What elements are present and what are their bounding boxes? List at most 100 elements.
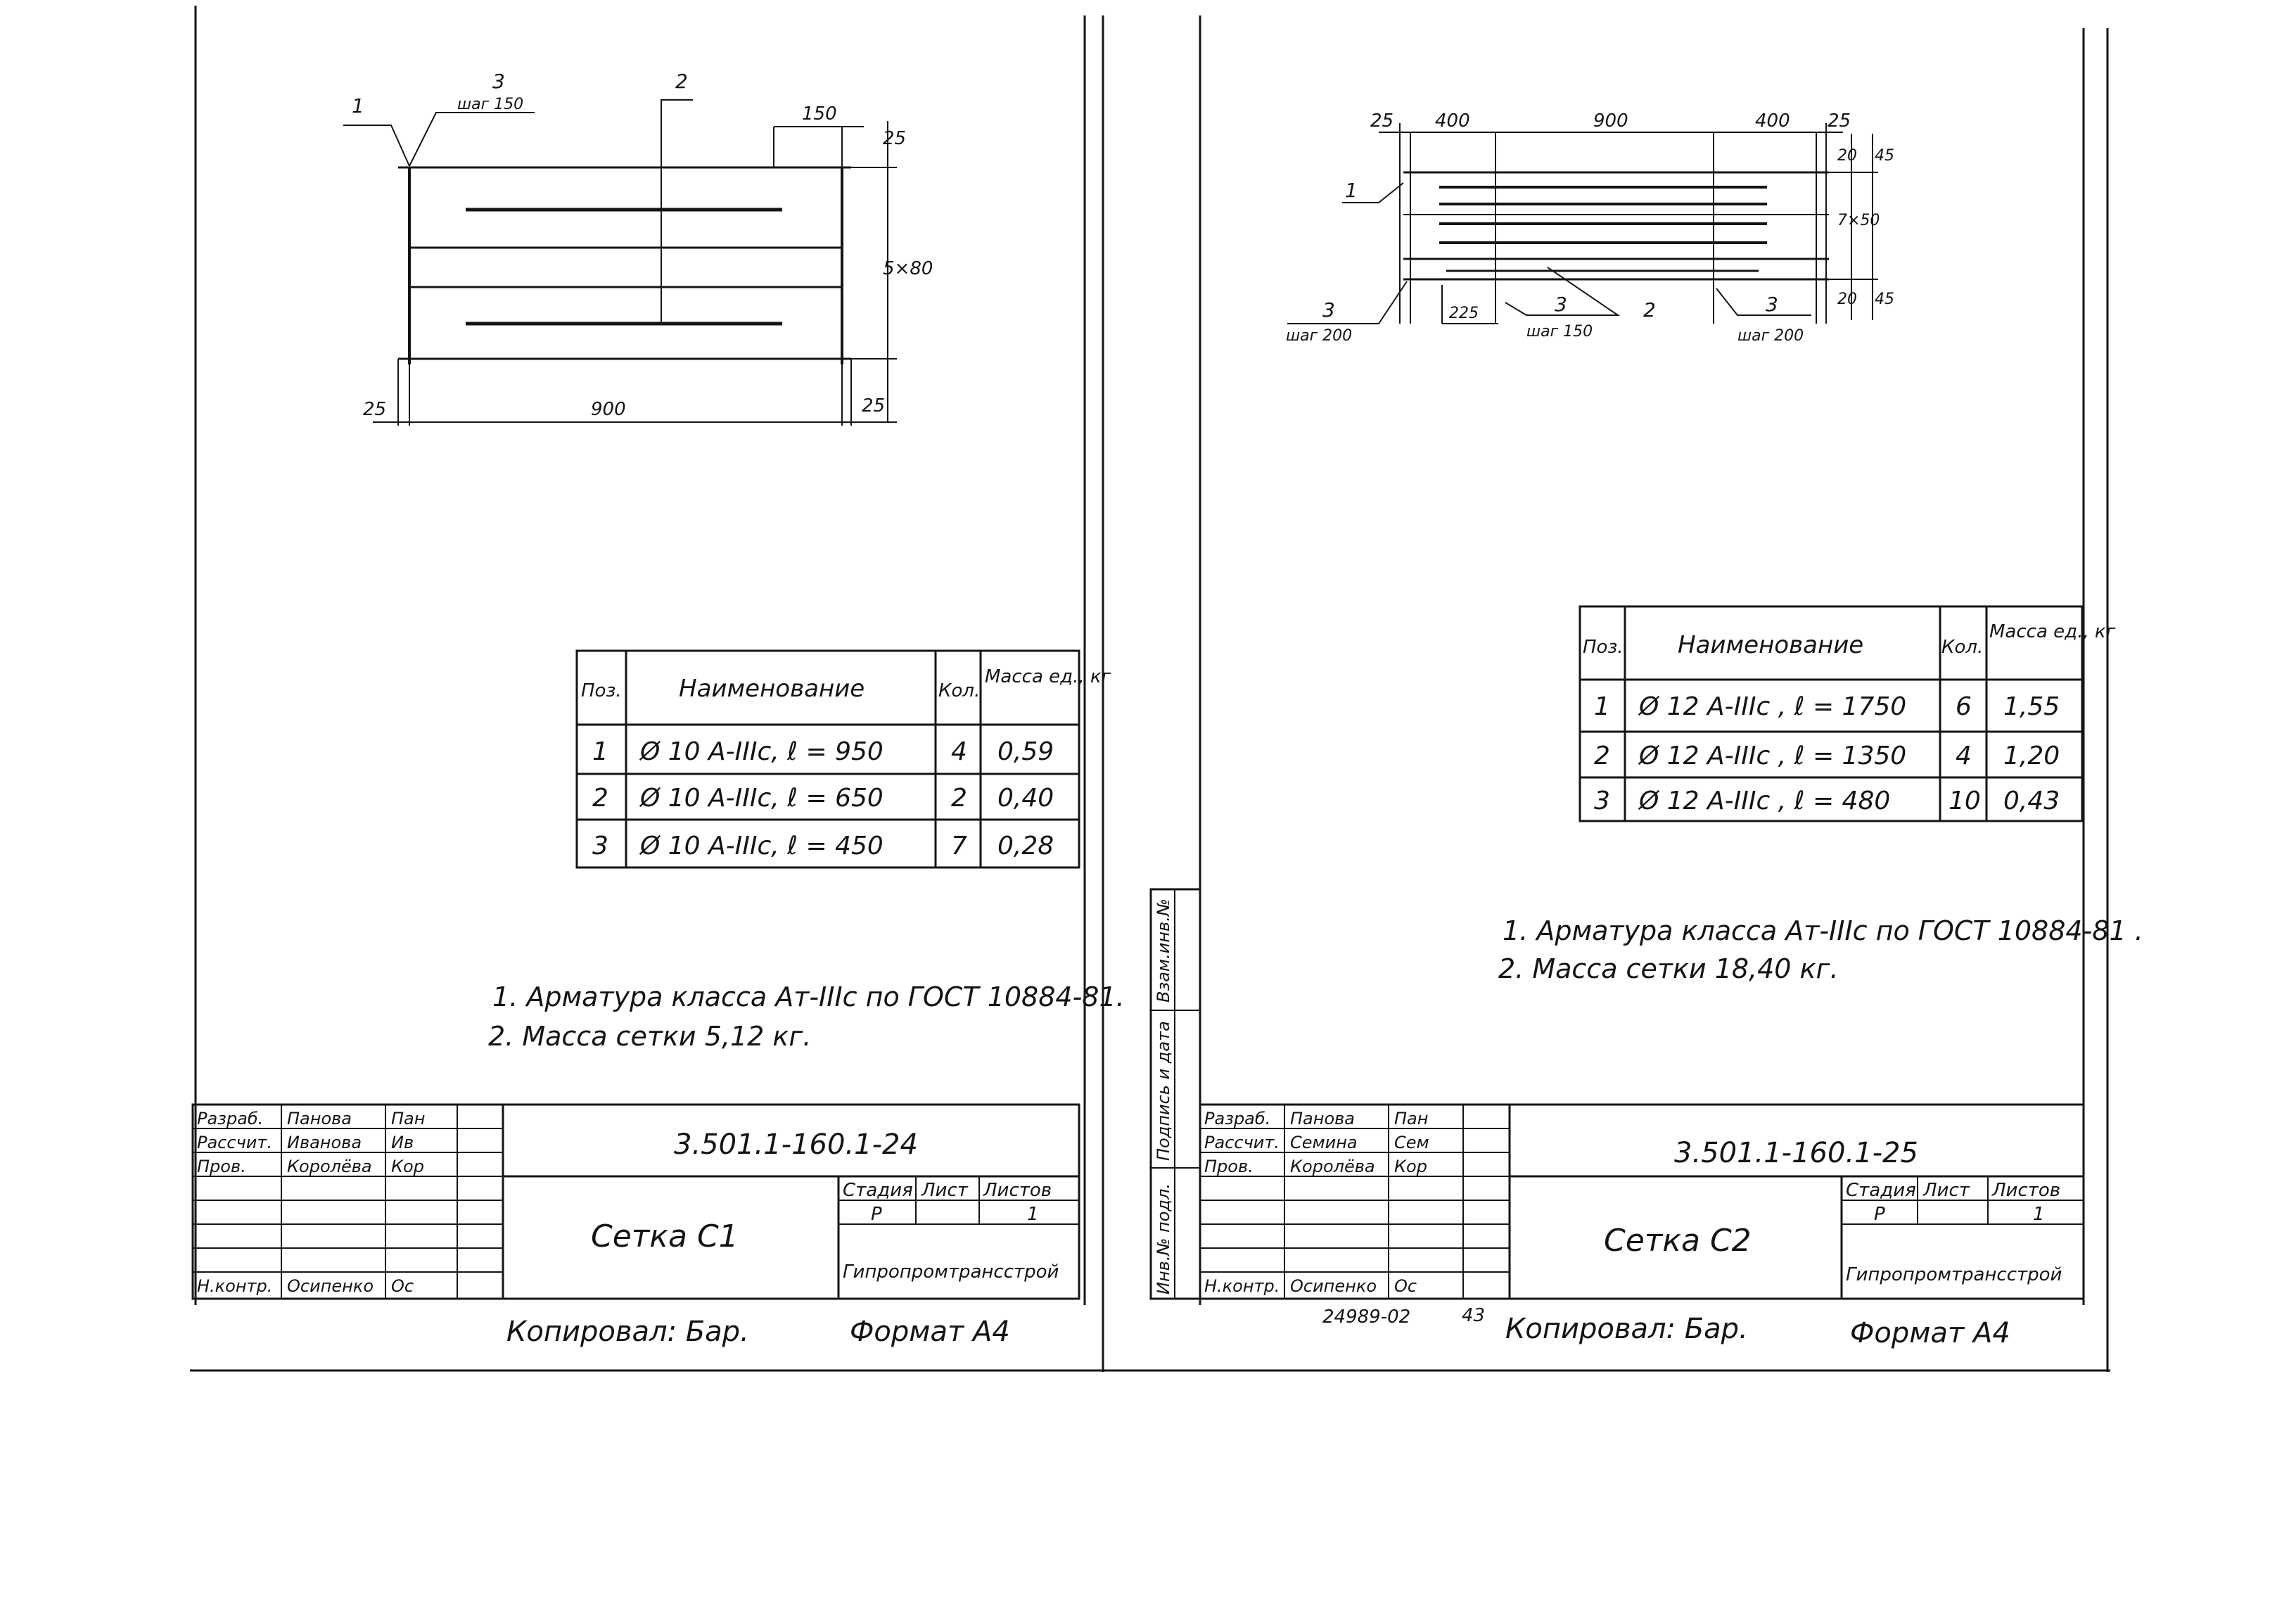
c2-tb-name-2: Семина xyxy=(1290,1133,1358,1152)
c2-step-a: шаг 200 xyxy=(1286,327,1352,345)
c1-tb-stage: Р xyxy=(871,1204,882,1225)
c2-step-b: шаг 150 xyxy=(1526,323,1593,341)
c1-row3-qty: 7 xyxy=(951,832,967,860)
c2-pos3a-label: 3 xyxy=(1322,298,1335,322)
c2-row1-mass: 1,55 xyxy=(2003,692,2060,721)
c2-stamp-inv-original: Инв.№ подл. xyxy=(1154,1183,1173,1295)
c1-row3-pos: 3 xyxy=(592,832,608,860)
c1-pos2-label: 2 xyxy=(675,70,688,93)
c1-copied-by: Копировал: Бар. xyxy=(506,1316,749,1348)
c1-dim-25-bottom: 25 xyxy=(862,395,885,416)
c2-dim-right-20b: 20 xyxy=(1837,291,1857,308)
c2-th-qty: Кол. xyxy=(1941,637,1983,658)
c1-tb-sign-3: Кор xyxy=(391,1157,424,1176)
c2-tb-name-1: Панова xyxy=(1290,1109,1355,1128)
c2-th-pos: Поз. xyxy=(1583,637,1624,658)
c1-tb-sign-2: Ив xyxy=(391,1133,414,1152)
c2-pos1-label: 1 xyxy=(1345,179,1358,202)
c1-row3-name: Ø 10 A-IIIс, ℓ = 450 xyxy=(639,832,884,860)
c2-pos2-label: 2 xyxy=(1643,298,1656,322)
c1-row1-qty: 4 xyxy=(951,737,967,766)
c2-row3-mass: 0,43 xyxy=(2003,787,2060,815)
c1-tb-name-7: Осипенко xyxy=(287,1276,374,1296)
c1-note-2: 2. Масса сетки 5,12 кг. xyxy=(488,1021,811,1052)
c1-th-name: Наименование xyxy=(679,675,865,703)
c2-row2-qty: 4 xyxy=(1956,742,1972,770)
c1-tb-role-1: Разраб. xyxy=(197,1109,263,1128)
c1-row1-name: Ø 10 A-IIIс, ℓ = 950 xyxy=(639,737,884,766)
c1-title-block: Разраб. Панова Пан Рассчит. Иванова Ив П… xyxy=(191,1103,1080,1300)
c2-stamp-signature-date: Подпись и дата xyxy=(1154,1021,1173,1161)
c2-tb-sign-2: Сем xyxy=(1394,1133,1429,1152)
c2-dim-top-400a: 400 xyxy=(1435,110,1470,132)
c1-tb-sheets-header: Листов xyxy=(983,1180,1052,1201)
c1-dim-150: 150 xyxy=(802,103,837,125)
c2-pos3b-label: 3 xyxy=(1555,293,1567,316)
c1-th-qty: Кол. xyxy=(938,680,980,701)
c1-notes: 1. Арматура класса Aт-IIIс по ГОСТ 10884… xyxy=(488,981,1125,1052)
c1-tb-sheets: 1 xyxy=(1027,1204,1039,1225)
c2-tb-stage: Р xyxy=(1874,1204,1885,1225)
c2-th-name: Наименование xyxy=(1678,631,1863,659)
c1-tb-role-3: Пров. xyxy=(197,1157,246,1176)
c1-tb-stage-header: Стадия xyxy=(843,1180,913,1201)
c1-row1-mass: 0,59 xyxy=(997,737,1054,766)
c2-tb-role-2: Рассчит. xyxy=(1204,1133,1280,1152)
c2-copied-by: Копировал: Бар. xyxy=(1505,1313,1748,1345)
c2-tb-sheets: 1 xyxy=(2033,1204,2045,1225)
c1-doc-code: 3.501.1-160.1-24 xyxy=(674,1128,918,1161)
c2-row3-name: Ø 12 A-IIIс , ℓ = 480 xyxy=(1638,787,1890,815)
c2-side-stamp: Взам.инв.№ Подпись и дата Инв.№ подл. xyxy=(1149,888,1201,1300)
c1-row2-name: Ø 10 A-IIIс, ℓ = 650 xyxy=(639,784,884,813)
c2-note-2: 2. Масса сетки 18,40 кг. xyxy=(1498,953,1839,984)
c1-pos3-label: 3 xyxy=(492,70,505,93)
c2-tb-sheet-header: Лист xyxy=(1922,1180,1970,1201)
c1-step-label: шаг 150 xyxy=(457,96,523,113)
c2-format: Формат А4 xyxy=(1850,1317,2010,1349)
c2-dim-225: 225 xyxy=(1449,305,1479,322)
c2-tb-role-3: Пров. xyxy=(1204,1157,1254,1176)
c2-tb-name-3: Королёва xyxy=(1290,1157,1375,1176)
c2-dim-top-400b: 400 xyxy=(1755,110,1790,132)
c1-doc-title: Сетка С1 xyxy=(591,1219,739,1254)
c1-dim-25-left: 25 xyxy=(363,399,386,420)
c1-tb-org: Гипропромтрансстрой xyxy=(843,1261,1059,1283)
c2-pos3c-label: 3 xyxy=(1766,293,1778,316)
c2-row2-mass: 1,20 xyxy=(2003,742,2060,770)
c2-row1-qty: 6 xyxy=(1956,692,1972,721)
c2-doc-title: Сетка С2 xyxy=(1604,1223,1752,1259)
c2-th-mass: Масса ед., кг xyxy=(1989,621,2116,642)
c1-format: Формат А4 xyxy=(850,1316,1010,1348)
c1-row2-mass: 0,40 xyxy=(997,784,1054,813)
c2-footer: 24989-02 43 Копировал: Бар. Формат А4 xyxy=(1322,1305,2010,1349)
c2-archive-number: 24989-02 xyxy=(1322,1306,1410,1328)
c2-tb-role-7: Н.контр. xyxy=(1204,1276,1280,1296)
c2-dim-top-900: 900 xyxy=(1593,110,1628,132)
c1-tb-role-2: Рассчит. xyxy=(197,1133,272,1152)
c1-row2-qty: 2 xyxy=(951,784,967,813)
c2-row2-name: Ø 12 A-IIIс , ℓ = 1350 xyxy=(1638,742,1906,770)
c1-th-mass: Масса ед., кг xyxy=(985,666,1111,687)
c1-tb-role-7: Н.контр. xyxy=(197,1276,272,1296)
c1-tb-name-2: Иванова xyxy=(287,1133,362,1152)
c2-tb-role-1: Разраб. xyxy=(1204,1109,1270,1128)
c2-tb-sign-7: Ос xyxy=(1394,1276,1417,1296)
c1-tb-sheet-header: Лист xyxy=(921,1180,969,1201)
c2-tb-sign-3: Кор xyxy=(1394,1157,1427,1176)
c1-row3-mass: 0,28 xyxy=(997,832,1054,860)
c2-row3-pos: 3 xyxy=(1594,787,1610,815)
c1-tb-sign-1: Пан xyxy=(391,1109,425,1128)
c1-pos1-label: 1 xyxy=(352,94,364,117)
c2-step-c: шаг 200 xyxy=(1737,327,1804,345)
c2-tb-sheets-header: Листов xyxy=(1991,1180,2060,1201)
c2-dim-right-7x50: 7×50 xyxy=(1837,212,1880,229)
c1-dim-900: 900 xyxy=(591,399,626,420)
c1-tb-name-1: Панова xyxy=(287,1109,352,1128)
c2-tb-sign-1: Пан xyxy=(1394,1109,1428,1128)
c2-note-1: 1. Арматура класса Aт-IIIс по ГОСТ 10884… xyxy=(1503,915,2143,946)
c2-row1-name: Ø 12 A-IIIс , ℓ = 1750 xyxy=(1638,692,1906,721)
c1-th-pos: Поз. xyxy=(581,680,622,701)
c1-tb-sign-7: Ос xyxy=(391,1276,414,1296)
c2-tb-name-7: Осипенко xyxy=(1290,1276,1377,1296)
